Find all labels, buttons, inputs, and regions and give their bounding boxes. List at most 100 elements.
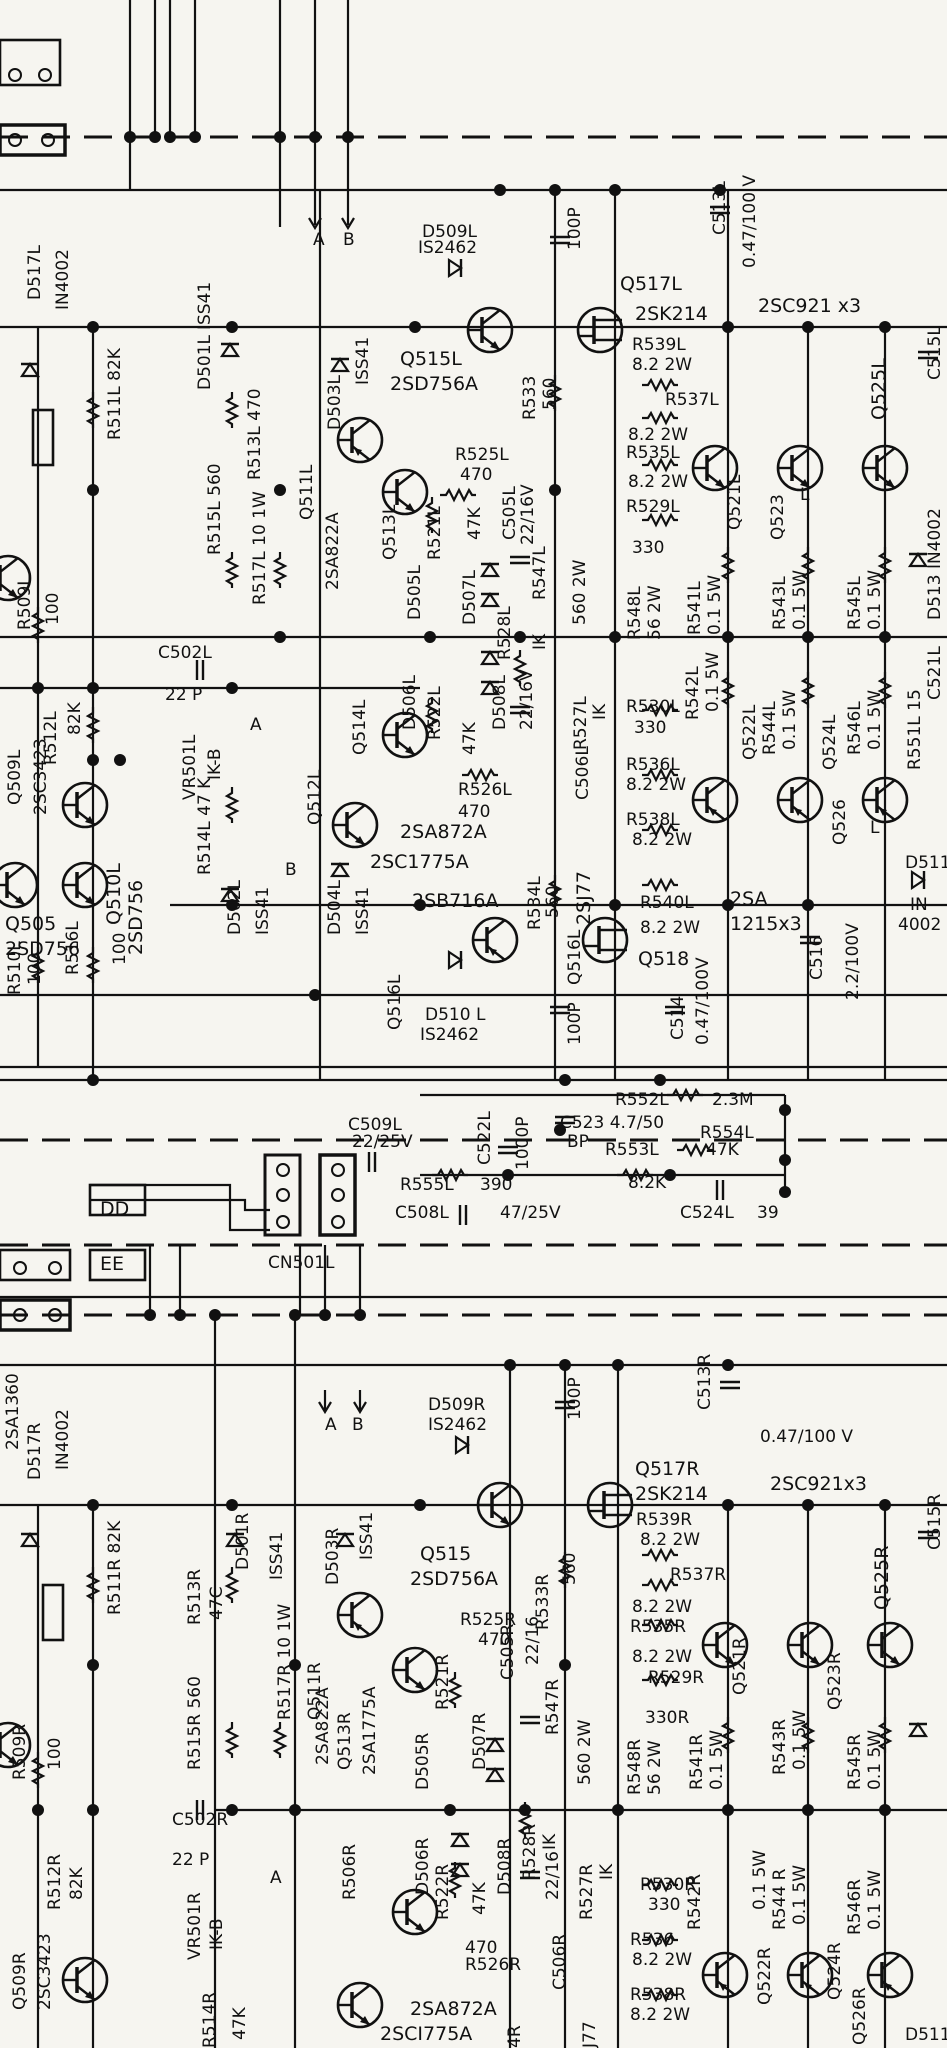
label-r534-val: 560 <box>543 886 563 918</box>
label-c505-val: 22/16V <box>518 484 538 545</box>
label-r509-val: 100 <box>43 593 63 625</box>
label-d511: D511L <box>905 853 947 873</box>
label-r-r545: R545R <box>845 1734 865 1790</box>
label-r555: R555L <box>400 1175 454 1195</box>
label-r528: R528L <box>495 606 515 660</box>
label-c508: C508L <box>395 1203 449 1223</box>
label-r539-val: 8.2 2W <box>632 355 692 375</box>
label-r-r515: R515R 560 <box>185 1676 205 1770</box>
label-npn-out: 2SC921 x3 <box>758 295 861 317</box>
label-r-bus-b: B <box>352 1415 364 1435</box>
label-r533: R533 <box>520 376 540 420</box>
label-r-q515-part: 2SD756A <box>410 1568 498 1590</box>
label-r-q511-part: 2SA822A <box>313 1687 333 1765</box>
label-r552-val: 2.3M <box>712 1090 754 1110</box>
label-r516-val: 100 <box>110 933 130 965</box>
label-r537-val: 8.2 2W <box>628 425 688 445</box>
label-d501-part: ISS41 <box>195 282 215 330</box>
label-r-q523: Q523R <box>825 1652 845 1710</box>
label-r512-val: 82K <box>65 701 85 735</box>
label-d503-part: ISS41 <box>353 337 373 385</box>
label-r-r535-val: 8.2 2W <box>632 1647 692 1667</box>
label-r538: R538L <box>626 810 680 830</box>
label-q515-part: 2SD756A <box>390 373 478 395</box>
label-c100p-top: 100P <box>565 207 585 250</box>
label-r526: R526L <box>458 780 512 800</box>
label-r-r511: R511R 82K <box>105 1520 125 1615</box>
label-r-q524: Q524R <box>825 1942 845 2000</box>
label-c515: C515L <box>925 326 945 380</box>
label-r534: R534L <box>525 876 545 930</box>
label-r-q514-part: 2SA872A <box>410 1998 497 2020</box>
label-r-q513-part: 2SA1775A <box>360 1686 380 1775</box>
label-r-d517-part: IN4002 <box>53 1409 73 1470</box>
label-vr501: VR501L <box>180 734 200 800</box>
label-r553: R553L <box>605 1140 659 1160</box>
label-r533-val: 560 <box>540 378 560 410</box>
label-r535-val: 8.2 2W <box>628 472 688 492</box>
label-d502-part: ISS41 <box>253 887 273 935</box>
label-r511: R511L 82K <box>105 347 125 440</box>
label-r-r537-val: 8.2 2W <box>632 1597 692 1617</box>
label-r551: R551L 15 <box>905 689 925 770</box>
label-r-r514-val: 47K <box>230 2006 250 2040</box>
label-r-r526: R526R <box>465 1955 521 1975</box>
label-r-r541: R541R <box>687 1734 707 1790</box>
label-r-r542-val: 0.1 5W <box>750 1850 770 1910</box>
label-c523-bp: BP <box>567 1132 589 1152</box>
label-d517: D517L <box>25 244 45 300</box>
label-r-r545-val: 0.1 5W <box>865 1730 885 1790</box>
label-r-q517: Q517R <box>635 1458 699 1480</box>
label-r-r536: R536 <box>630 1930 674 1950</box>
label-d510-part: IS2462 <box>420 1025 479 1045</box>
label-r-r521: R521R <box>433 1654 453 1710</box>
label-pnp-out2: 1215x3 <box>730 913 802 935</box>
label-r-d509-part: IS2462 <box>428 1415 487 1435</box>
label-r522-val: 47K <box>460 721 480 755</box>
label-r-r528-val: IK <box>540 1833 560 1850</box>
label-pnp-out: 2SA <box>730 888 768 910</box>
label-bus-a: A <box>313 230 325 250</box>
label-r530-val: 330 <box>634 718 666 738</box>
label-c521: C521L <box>925 646 945 700</box>
label-r-q512-part: 2SCI775A <box>380 2023 472 2045</box>
label-q510: Q510L <box>103 863 125 925</box>
label-c524-val: 39 <box>757 1203 779 1223</box>
label-r-r542: R542R <box>685 1874 705 1930</box>
label-r-r560: 560 2W <box>575 1719 595 1785</box>
label-d508: D508L <box>490 674 510 730</box>
label-r-r543-val: 0.1 5W <box>790 1710 810 1770</box>
label-q523: Q523 <box>768 494 788 540</box>
label-r541: R541L <box>685 581 705 635</box>
label-r-r544-val: 0.1 5W <box>790 1865 810 1925</box>
label-vr501-val: IK-B <box>205 748 225 780</box>
label-r553-val: 8.2K <box>628 1173 667 1193</box>
label-r536-val: 8.2 2W <box>626 775 686 795</box>
label-c508-val: 47/25V <box>500 1203 561 1223</box>
label-r554-val: 47K <box>706 1140 740 1160</box>
label-r-r538-val: 8.2 2W <box>630 2005 690 2025</box>
label-r-d501-part: ISS41 <box>267 1532 287 1580</box>
label-r516: R516L <box>63 921 83 975</box>
label-r552: R552L <box>615 1090 669 1110</box>
label-c516: C516 <box>807 936 827 980</box>
label-r529: R529L <box>626 497 680 517</box>
label-r-q513: Q513R <box>335 1712 355 1770</box>
label-r-r512-val: 82K <box>67 1866 87 1900</box>
label-cn501: CN501L <box>268 1253 335 1273</box>
label-q524: Q524L <box>820 714 840 770</box>
label-c514-val: 0.47/100V <box>693 957 713 1045</box>
label-d511-part2: 4002 <box>898 915 941 935</box>
label-r-c100p: 100P <box>565 1377 585 1420</box>
label-r-q515: Q515 <box>420 1543 471 1565</box>
label-r-d509: D509R <box>428 1395 486 1415</box>
label-r-d503-part: ISS41 <box>357 1512 377 1560</box>
label-r-vr501: VR501R <box>185 1892 205 1960</box>
label-r-d507: D507R <box>470 1712 490 1770</box>
label-q522: Q522L <box>740 704 760 760</box>
label-r-r538: R538R <box>630 1985 686 2005</box>
label-r514: R514L 47 K <box>195 777 215 875</box>
label-r-r529-val: 330R <box>645 1708 689 1728</box>
label-c524: C524L <box>680 1203 734 1223</box>
label-r540: R540L <box>640 893 694 913</box>
